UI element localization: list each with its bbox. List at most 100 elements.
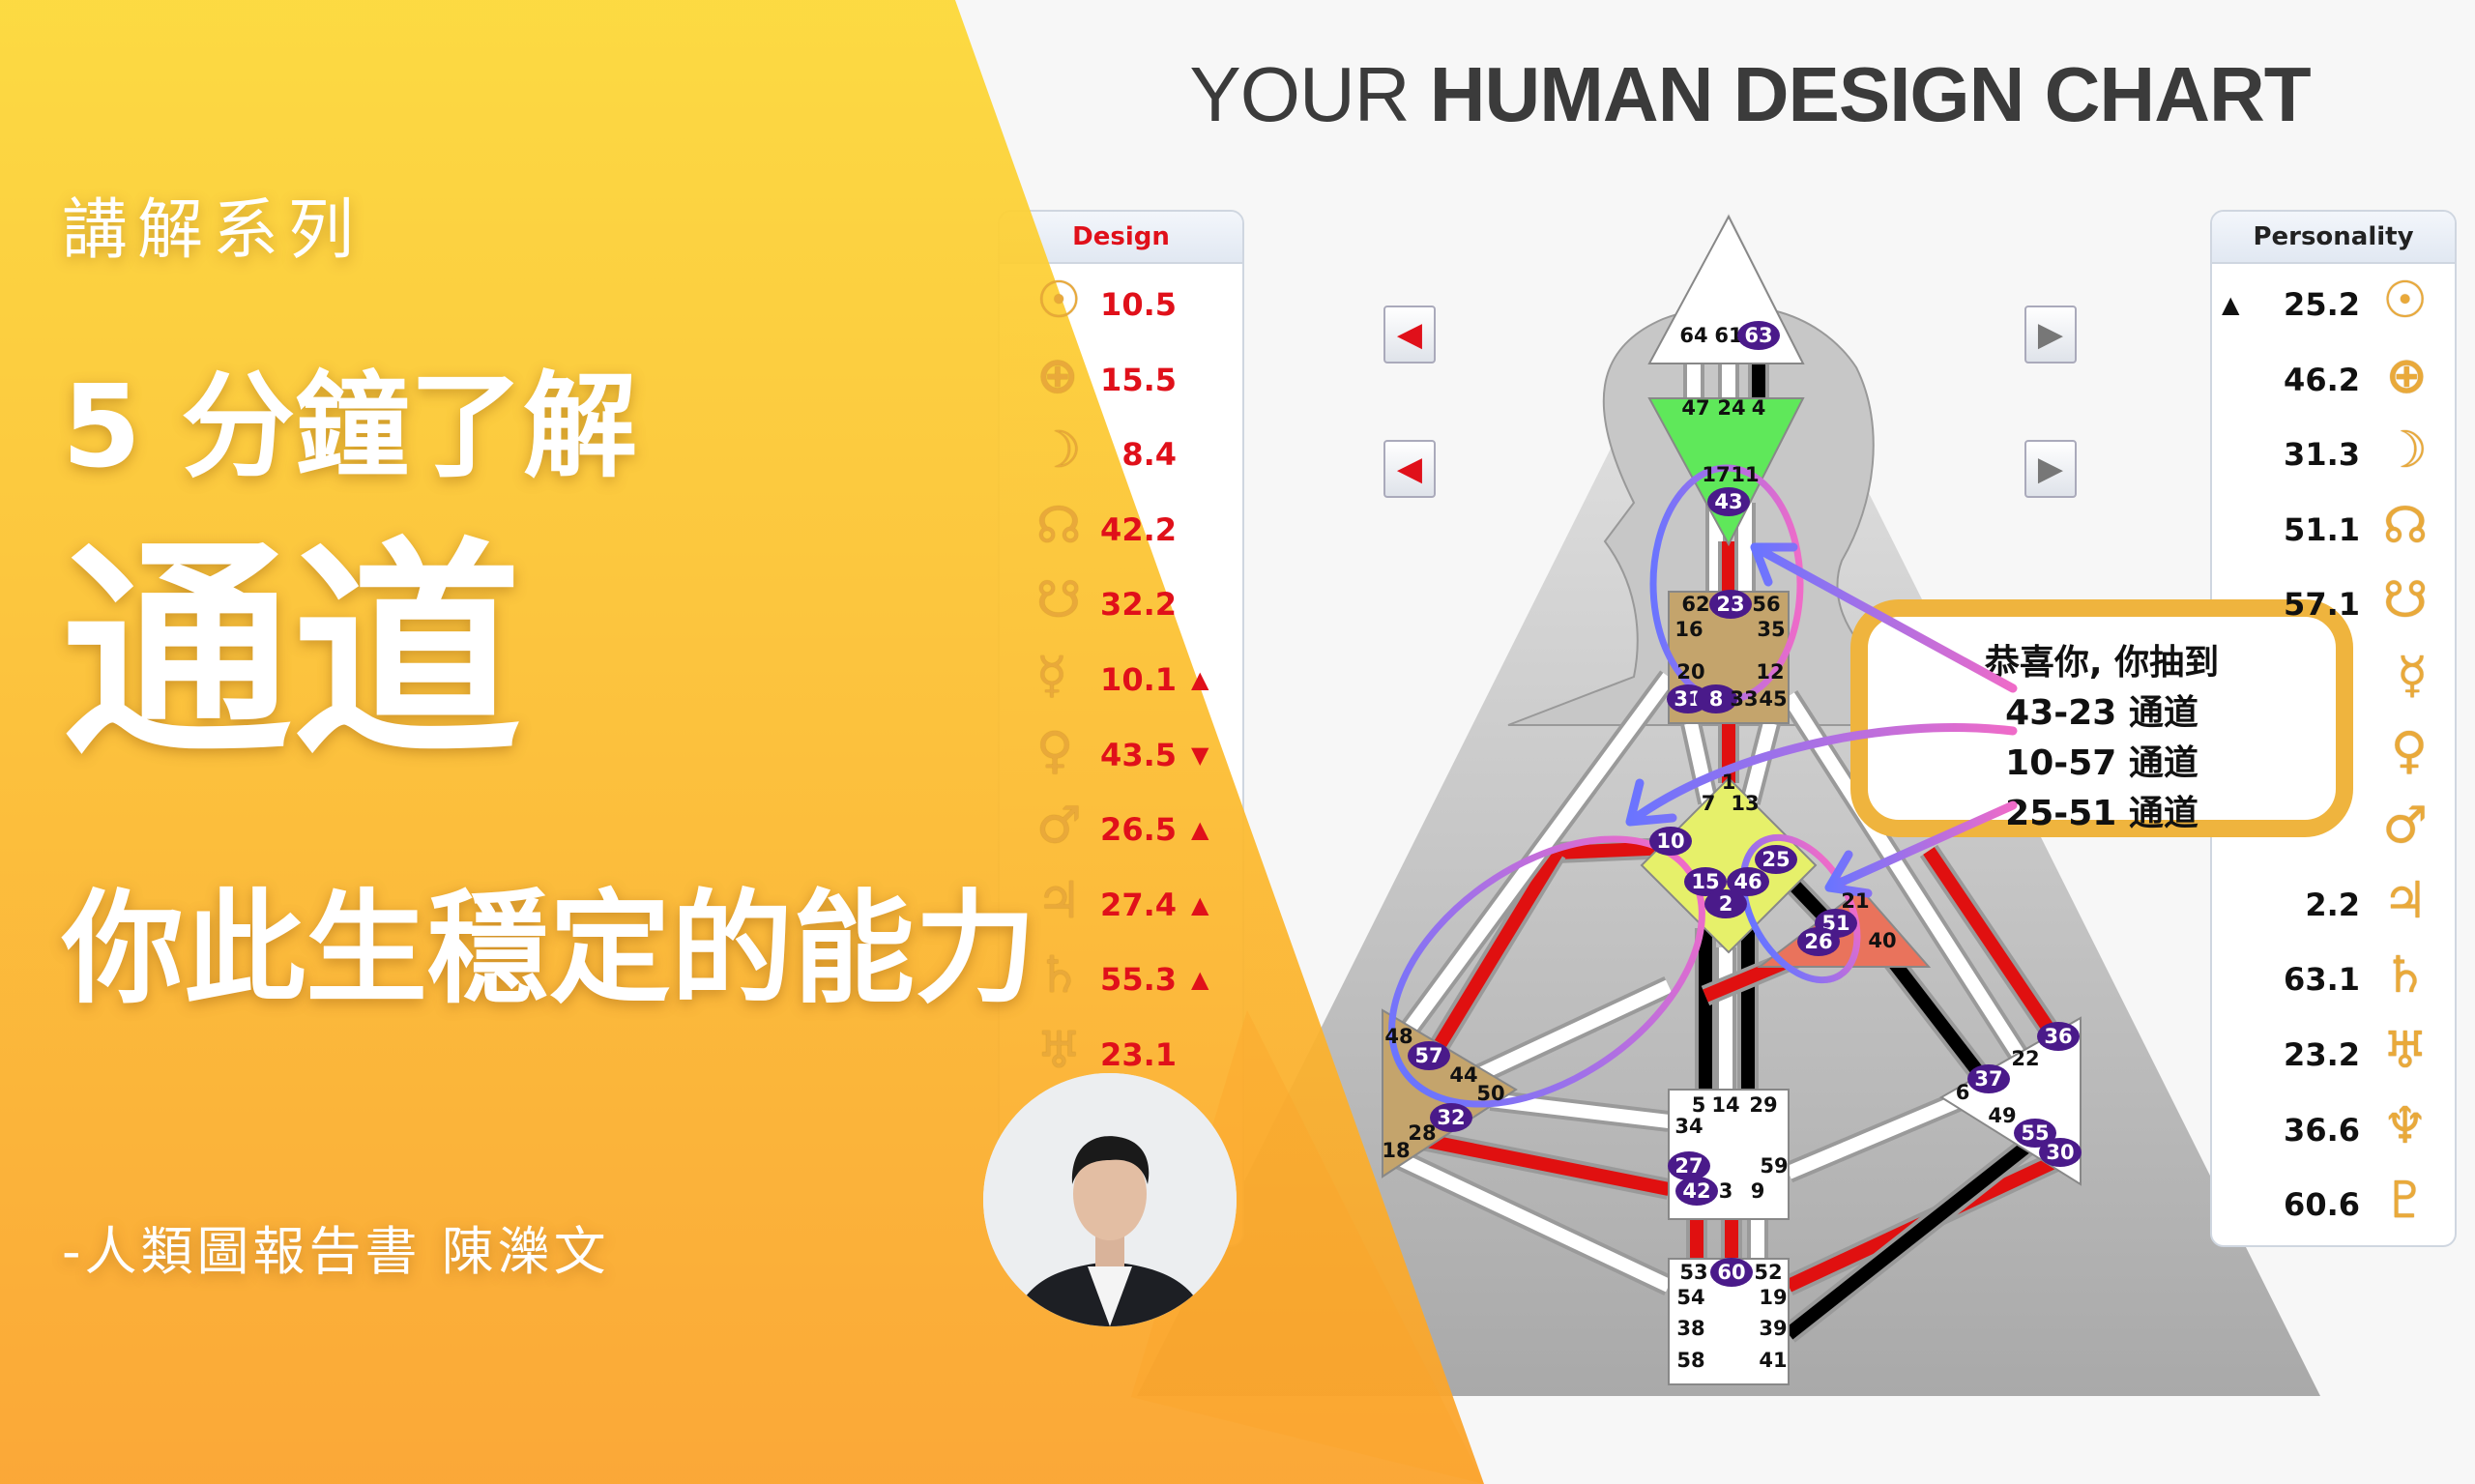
direction-icon: ▼ — [1191, 741, 1209, 769]
gate-value: 51.1 — [2284, 510, 2360, 548]
personality-row: ☉ 25.2 ▲ — [2210, 272, 2457, 341]
design-row: ♂ 26.5 ▲ — [998, 797, 1244, 866]
planet-icon: ♅ — [2382, 1022, 2428, 1080]
personality-row: ♄63.1 — [2210, 946, 2457, 1016]
planet-icon: ♂ — [1036, 797, 1082, 856]
gate-value: 26.5 — [1100, 811, 1177, 849]
presenter-avatar — [983, 1073, 1237, 1326]
planet-icon: ☿ — [2397, 647, 2428, 705]
channel — [1784, 1134, 2040, 1340]
gate-value: 36.6 — [2284, 1111, 2360, 1149]
planet-icon: ♂ — [2382, 797, 2428, 856]
topic-title: 通道 — [62, 519, 522, 787]
gate-value: 43.5 — [1100, 736, 1177, 773]
gate-value: 23.1 — [1100, 1036, 1177, 1073]
personality-row: ♂ — [2210, 797, 2457, 866]
design-row: ♀ 43.5 ▼ — [998, 721, 1244, 792]
direction-icon: ▲ — [1191, 666, 1209, 693]
planet-icon: ☊ — [1036, 496, 1082, 555]
design-row: ♄ 55.3 ▲ — [998, 946, 1244, 1016]
next-personality-button[interactable]: ▶ — [2024, 306, 2077, 364]
presenter-photo — [983, 1073, 1237, 1326]
planet-icon: ⊕ — [1036, 346, 1079, 405]
author-credit: -人類圖報告書 陳濼文 — [62, 1221, 610, 1282]
gray-arrow-right-icon: ▶ — [2037, 450, 2064, 488]
planet-icon: ♃ — [2382, 871, 2428, 930]
gate-value: 60.6 — [2284, 1186, 2360, 1224]
red-arrow-left-icon: ◀ — [1396, 315, 1423, 354]
gate-value: 32.2 — [1100, 586, 1177, 624]
orange-accent — [1131, 1010, 1484, 1484]
design-row: ☊ 42.2 — [998, 496, 1244, 567]
planet-icon: ♅ — [1036, 1022, 1082, 1080]
next-personality-button-2[interactable]: ▶ — [2024, 440, 2077, 498]
planet-icon: ☽ — [1036, 422, 1082, 480]
gray-arrow-right-icon: ▶ — [2037, 315, 2064, 354]
personality-row: ♃ 2.2 — [2210, 871, 2457, 942]
direction-icon: ▲ — [1191, 966, 1209, 994]
planet-icon: ☉ — [2382, 272, 2428, 330]
prev-design-button[interactable]: ◀ — [1383, 306, 1436, 364]
personality-row: ☿ — [2210, 647, 2457, 716]
gate-value: 46.2 — [2284, 361, 2360, 398]
channel — [1877, 943, 1995, 1091]
personality-row: ☊ 51.1 — [2210, 496, 2457, 567]
gate-value: 55.3 — [1100, 961, 1177, 999]
gate-value: 10.1 — [1100, 661, 1177, 698]
direction-icon: ▲ — [2222, 291, 2240, 318]
planet-icon: ♄ — [1036, 946, 1082, 1005]
callout-channel-25-51: 25-51 通道 — [2005, 794, 2198, 833]
design-row: ♅ 23.1 — [998, 1022, 1244, 1091]
callout-channel-10-57: 10-57 通道 — [2005, 743, 2198, 783]
gate-value: 8.4 — [1121, 436, 1177, 474]
series-label: 講解系列 — [62, 192, 364, 269]
personality-header: Personality — [2212, 212, 2455, 264]
design-row: ☋ 32.2 — [998, 571, 1244, 641]
design-row: ♃27.4▲ — [998, 872, 1244, 942]
gate-value: 42.2 — [1100, 510, 1177, 548]
planet-icon: ☉ — [1036, 272, 1082, 330]
direction-icon: ▲ — [1191, 890, 1209, 918]
gate-value: 25.2 — [2284, 286, 2360, 323]
gate-value: 57.1 — [2284, 586, 2360, 624]
design-header: Design — [1000, 212, 1242, 264]
planet-icon: ♀ — [2390, 721, 2428, 780]
planet-icon: ☿ — [1036, 647, 1067, 705]
prev-design-button-2[interactable]: ◀ — [1383, 440, 1436, 498]
design-row: ☿ 10.1 ▲ — [998, 647, 1244, 716]
planet-icon: ☋ — [2382, 571, 2428, 630]
direction-icon: ▲ — [1191, 816, 1209, 844]
gate-value: 31.3 — [2284, 436, 2360, 474]
planet-icon: ♇ — [2382, 1172, 2428, 1231]
design-rows: ☉ 10.5 ⊕ 15.5 ☽ 8.4 ☊ 42.2 ☋ 32.2 ☿ 10.1 ▲ ♀ 43.5 ▼ ♂ 26.… — [998, 210, 1244, 1247]
personality-row: ♇ 60.6 — [2210, 1172, 2457, 1241]
headline: 5 分鐘了解 — [62, 360, 638, 493]
page-title: YOUR HUMAN DESIGN CHART — [1160, 50, 2340, 139]
planet-icon: ☋ — [1036, 571, 1082, 630]
gate-value: 15.5 — [1100, 361, 1177, 398]
callout-congrats: 恭喜你, 你抽到 — [1984, 643, 2220, 683]
personality-rows: ☉25.2▲⊕46.2☽31.3☊51.1☋57.1☿♀♂♃2.2♄63.1♅2… — [2210, 210, 2457, 1247]
planet-icon: ♆ — [2382, 1096, 2428, 1155]
personality-row: ♆ 36.6 — [2210, 1096, 2457, 1167]
title-light: YOUR — [1189, 51, 1430, 137]
planet-icon: ☽ — [2382, 422, 2428, 480]
design-row: ☉ 10.5 — [998, 272, 1244, 341]
personality-row: ♅23.2 — [2210, 1022, 2457, 1091]
design-row: ☽ 8.4 — [998, 422, 1244, 491]
gate-value: 10.5 — [1100, 286, 1177, 323]
title-bold: HUMAN DESIGN CHART — [1429, 51, 2312, 137]
red-arrow-left-icon: ◀ — [1396, 450, 1423, 488]
personality-row: ☽ 31.3 — [2210, 422, 2457, 491]
channel — [1393, 1150, 1672, 1293]
gate-value: 2.2 — [2305, 886, 2360, 923]
planet-icon: ♀ — [1036, 721, 1074, 780]
channel — [1420, 1133, 1671, 1196]
subtitle: 你此生穩定的能力 — [62, 878, 1036, 1020]
personality-row: ♀ — [2210, 721, 2457, 792]
planet-icon: ☊ — [2382, 496, 2428, 555]
channel — [1786, 1092, 1965, 1179]
callout-channel-43-23: 43-23 通道 — [2005, 693, 2198, 733]
gate-value: 27.4 — [1100, 886, 1177, 923]
planet-icon: ♄ — [2382, 946, 2428, 1005]
